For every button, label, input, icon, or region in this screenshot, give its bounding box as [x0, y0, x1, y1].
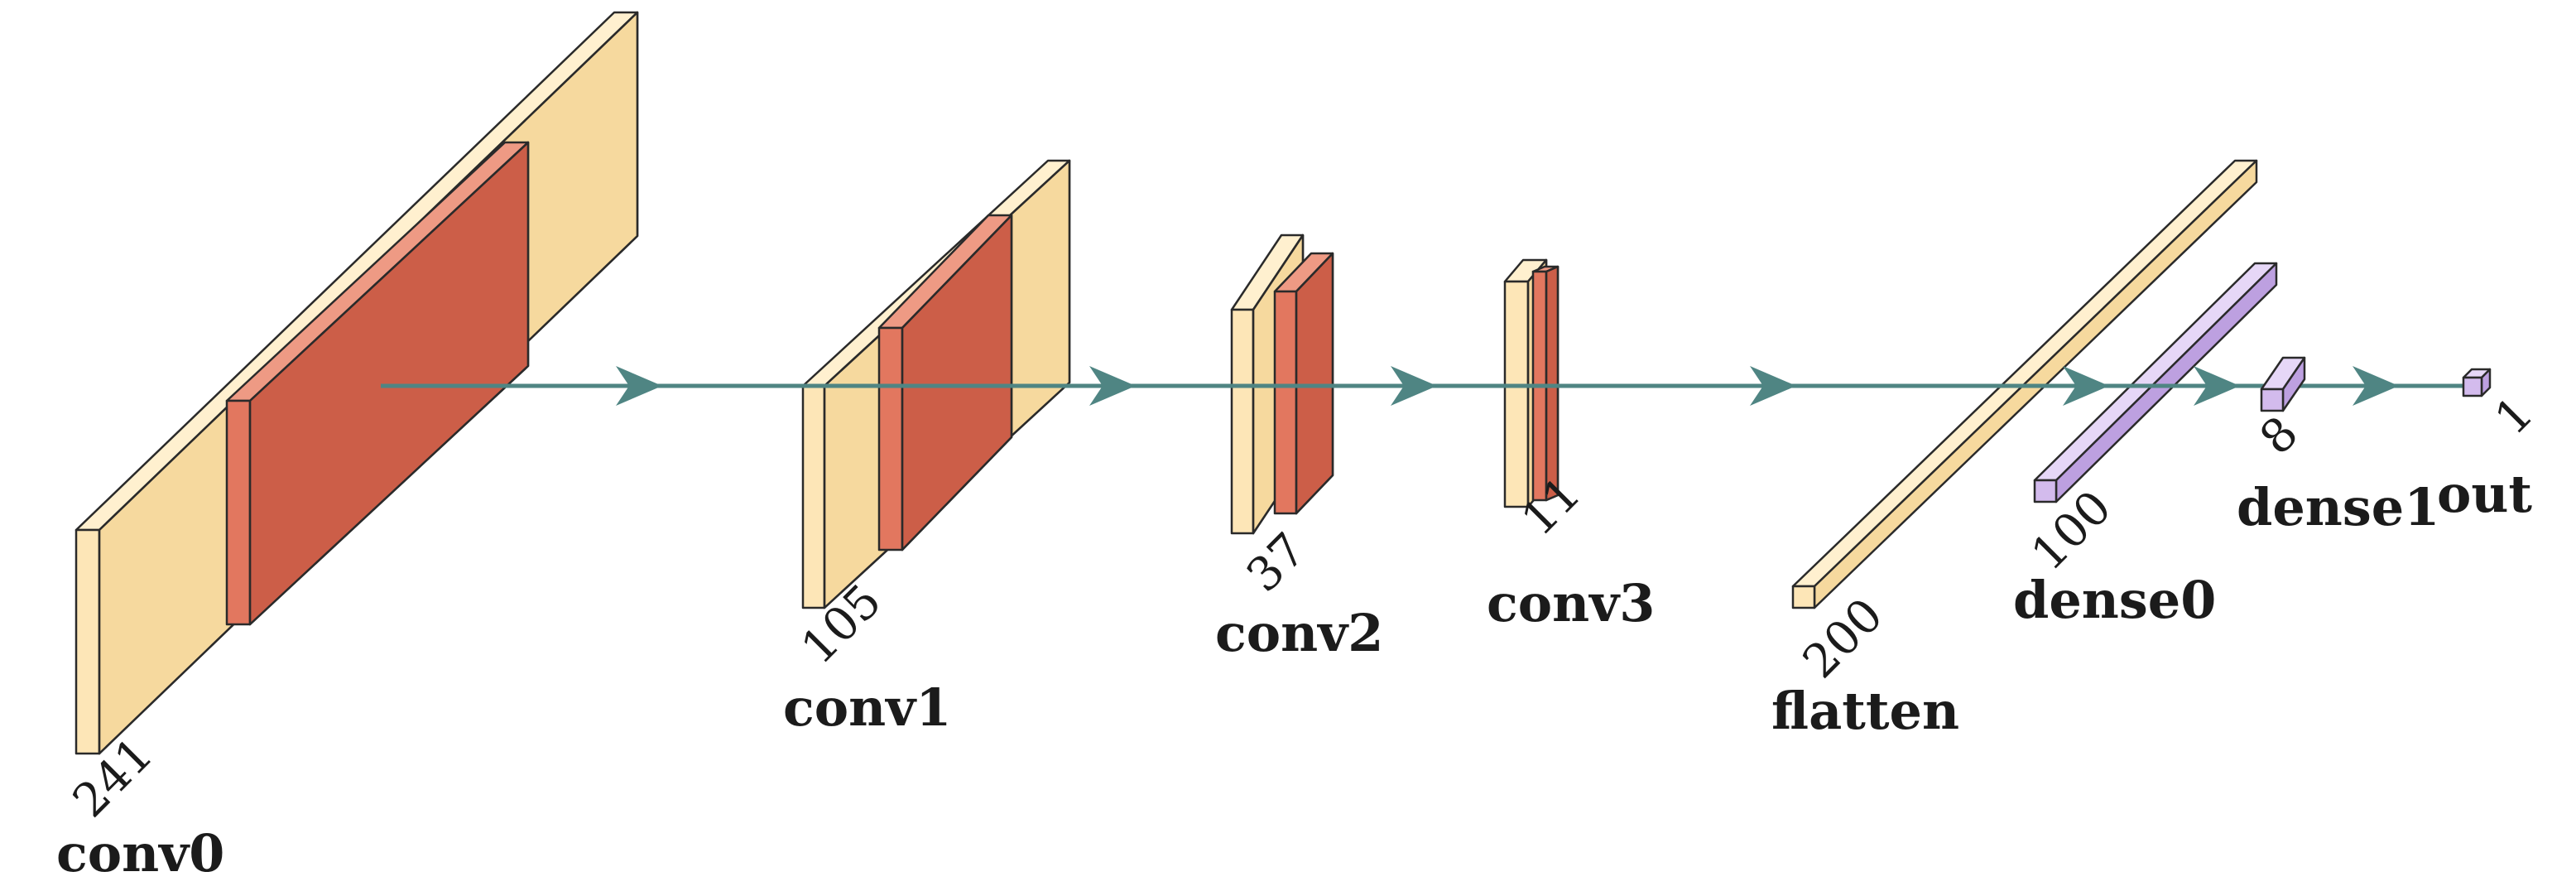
connection-flatten-dense0-arrowhead: [2063, 366, 2109, 406]
conv0-pool-block: [225, 141, 530, 626]
connection-conv3-flatten-arrowhead: [1750, 366, 1796, 406]
conv3-pool-block: [1531, 265, 1560, 502]
conv1-pool-block-front-face: [877, 326, 904, 551]
conv0-conv-block-front-face: [74, 528, 101, 755]
flatten-name-label: flatten: [1771, 681, 1959, 741]
conv0-pool-block-side-outline: [248, 141, 530, 626]
dense1-block: [2260, 356, 2306, 412]
conv3-pool-block-side-outline: [1545, 265, 1560, 502]
connection-dense1-out: [2285, 366, 2463, 406]
conv2-conv-block-front-face: [1230, 308, 1255, 535]
connection-conv3-flatten: [1556, 366, 1796, 406]
connection-conv1-conv2-arrowhead: [1089, 366, 1136, 406]
dense1-block-front-face: [2260, 388, 2285, 412]
dense1-name-label: dense1: [2237, 477, 2439, 537]
connection-conv2-conv3-arrowhead: [1391, 366, 1437, 406]
dense0-block-front-face: [2033, 479, 2058, 503]
connection-flatten-dense0: [1796, 366, 2109, 406]
conv2-name-label: conv2: [1215, 603, 1383, 663]
conv3-pool-block-depth-overlay: [1546, 267, 1558, 500]
conv2-pool-block-depth-overlay: [1296, 253, 1333, 513]
conv1-pool-block: [877, 214, 1013, 551]
conv3-name-label: conv3: [1487, 573, 1655, 633]
conv2-pool-block-side-outline: [1295, 252, 1334, 515]
dense0-block: [2033, 262, 2278, 503]
conv2-pool-block-front-face: [1273, 290, 1298, 515]
connection-conv0-conv1-arrowhead: [616, 366, 662, 406]
conv2-size-label: 37: [1237, 523, 1316, 603]
flatten-block-front-face: [1791, 585, 1816, 609]
dense1-size-label: 8: [2250, 407, 2309, 465]
connection-dense0-dense1-arrowhead: [2194, 366, 2240, 406]
conv3-conv-block-front-face: [1503, 280, 1530, 508]
conv2-pool-block: [1273, 252, 1334, 515]
conv1-conv-block-front-face: [801, 384, 826, 609]
conv0-name-label: conv0: [56, 823, 224, 884]
connection-dense1-out-arrowhead: [2353, 366, 2399, 406]
connection-dense0-dense1: [2109, 366, 2240, 406]
out-block-front-face: [2462, 376, 2483, 397]
conv0-pool-block-front-face: [225, 399, 252, 626]
conv0-pool-block-depth-overlay: [250, 142, 528, 624]
conv1-pool-block-depth-overlay: [902, 215, 1012, 550]
out-block: [2462, 368, 2492, 397]
blocks-back-layer: [74, 11, 2278, 755]
conv1-pool-block-side-outline: [901, 214, 1013, 551]
dense0-name-label: dense0: [2013, 570, 2216, 630]
out-name-label: out: [2437, 464, 2532, 524]
blocks-front-layer: [381, 356, 2492, 412]
out-size-label: 1: [2485, 387, 2544, 446]
conv1-name-label: conv1: [783, 677, 951, 738]
